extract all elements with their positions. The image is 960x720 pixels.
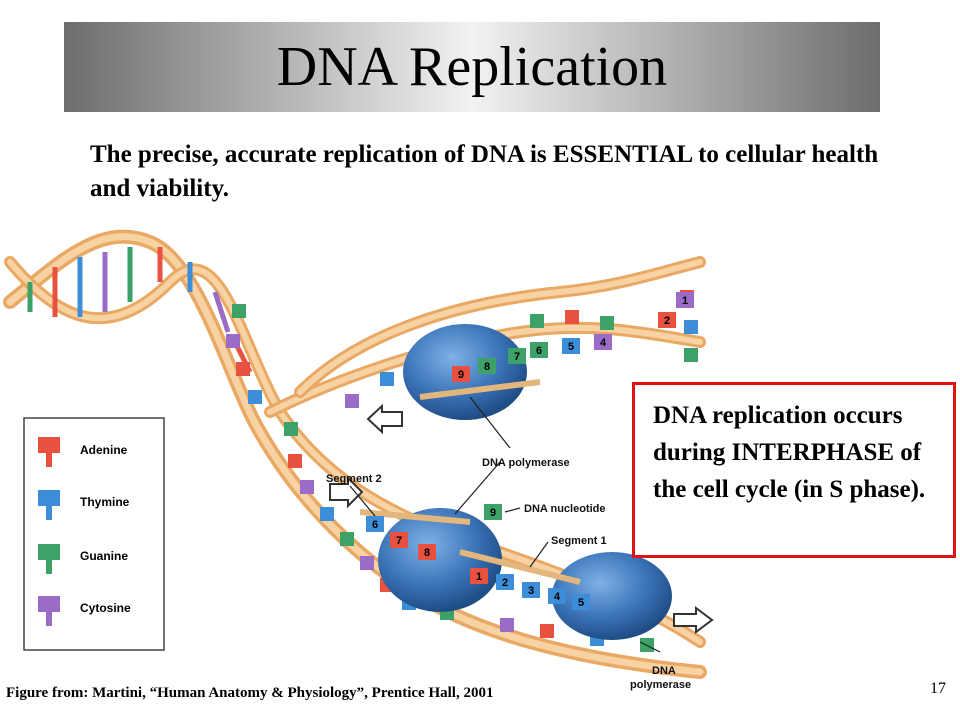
legend-item-guanine: Guanine bbox=[38, 544, 128, 574]
numbered-nucleotides: 1 2 4 5 6 7 8 9 6 7 8 1 2 3 4 5 9 bbox=[366, 292, 694, 610]
title-bar: DNA Replication bbox=[64, 22, 880, 112]
direction-arrows bbox=[329, 403, 714, 634]
svg-text:6: 6 bbox=[372, 519, 378, 531]
svg-text:Adenine: Adenine bbox=[80, 443, 128, 457]
callout-text: DNA replication occurs during INTERPHASE… bbox=[653, 402, 926, 503]
svg-text:Guanine: Guanine bbox=[80, 549, 128, 563]
leader-lines bbox=[349, 396, 661, 653]
legend-item-thymine: Thymine bbox=[38, 490, 130, 520]
dna-polymerase-middle bbox=[378, 508, 502, 612]
page-number: 17 bbox=[930, 680, 946, 697]
svg-text:Thymine: Thymine bbox=[80, 495, 130, 509]
dna-backbone bbox=[3, 229, 707, 679]
label-dna-polymerase-top: DNA polymerase bbox=[482, 457, 570, 469]
svg-text:9: 9 bbox=[458, 369, 464, 381]
svg-text:1: 1 bbox=[682, 295, 688, 307]
svg-text:7: 7 bbox=[396, 535, 402, 547]
svg-text:9: 9 bbox=[490, 507, 496, 519]
svg-text:2: 2 bbox=[502, 577, 508, 589]
svg-text:4: 4 bbox=[600, 337, 607, 349]
dna-replication-figure: 1 2 4 5 6 7 8 9 6 7 8 1 2 3 4 5 9 DNA po… bbox=[3, 229, 714, 691]
dna-polymerase-bottom bbox=[552, 552, 672, 640]
callout-box: DNA replication occurs during INTERPHASE… bbox=[632, 382, 956, 558]
svg-text:3: 3 bbox=[528, 585, 534, 597]
base-legend: Adenine Thymine Guanine Cytosine bbox=[23, 417, 165, 651]
svg-text:8: 8 bbox=[424, 547, 430, 559]
svg-text:5: 5 bbox=[578, 597, 584, 609]
svg-text:8: 8 bbox=[484, 361, 490, 373]
label-dna-nucleotide: DNA nucleotide bbox=[524, 503, 606, 515]
svg-text:7: 7 bbox=[514, 351, 520, 363]
svg-text:2: 2 bbox=[664, 315, 670, 327]
slide-title: DNA Replication bbox=[276, 36, 668, 98]
helix-base-pairs bbox=[27, 247, 253, 374]
svg-text:1: 1 bbox=[476, 571, 482, 583]
legend-item-cytosine: Cytosine bbox=[38, 596, 131, 626]
svg-text:6: 6 bbox=[536, 345, 542, 357]
new-strand-segments bbox=[359, 379, 581, 585]
svg-text:4: 4 bbox=[554, 591, 561, 603]
legend-item-adenine: Adenine bbox=[38, 437, 128, 467]
label-dna-polymerase-bottom-line2: polymerase bbox=[630, 679, 691, 691]
svg-text:Cytosine: Cytosine bbox=[80, 601, 131, 615]
label-dna-polymerase-bottom-line1: DNA bbox=[652, 665, 676, 677]
label-segment-2: Segment 2 bbox=[326, 473, 382, 485]
figure-caption: Figure from: Martini, “Human Anatomy & P… bbox=[6, 685, 494, 701]
label-segment-1: Segment 1 bbox=[551, 535, 607, 547]
svg-text:5: 5 bbox=[568, 341, 574, 353]
intro-text: The precise, accurate replication of DNA… bbox=[90, 141, 879, 202]
